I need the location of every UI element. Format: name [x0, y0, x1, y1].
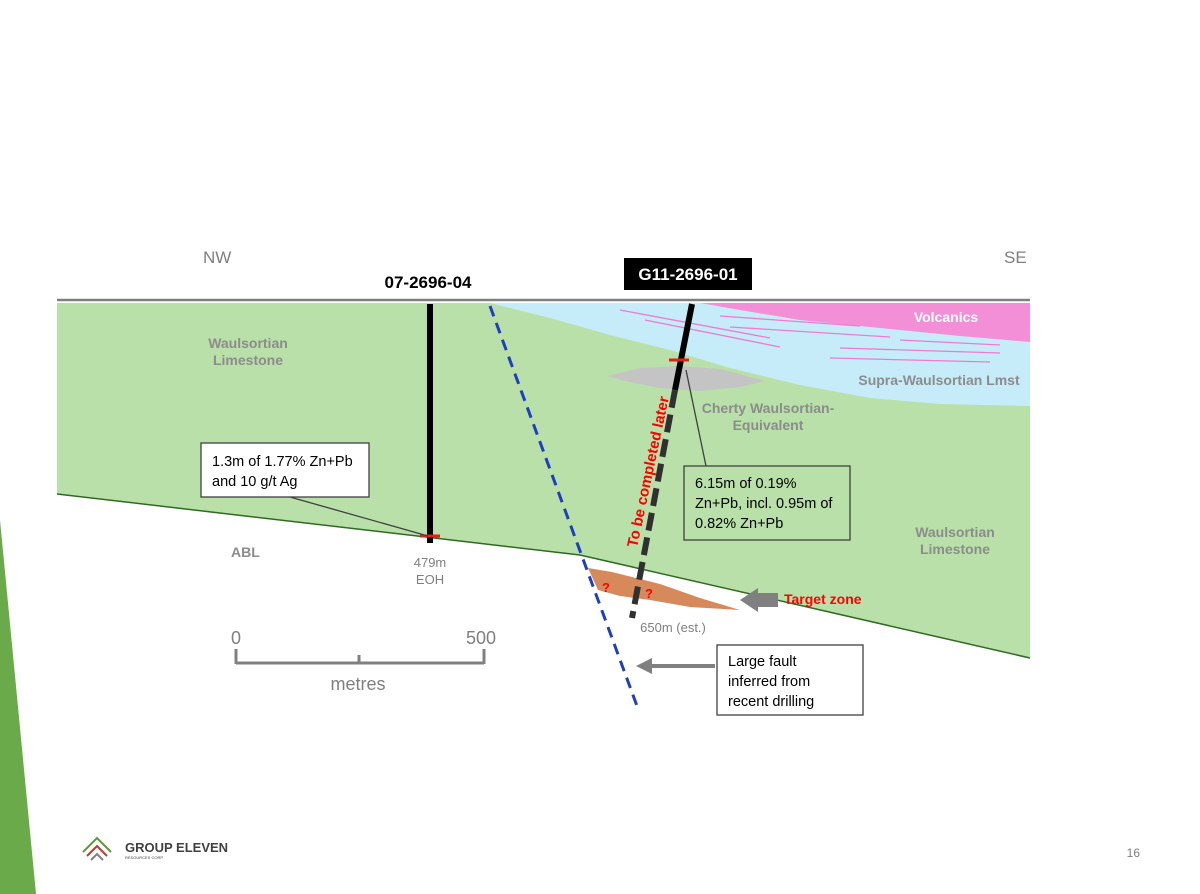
scale-max: 500 — [466, 628, 496, 648]
waulsortian-nw-line1: Waulsortian — [208, 335, 288, 351]
cherty-label-line2: Equivalent — [733, 417, 804, 433]
cherty-lens — [607, 366, 765, 391]
cherty-label-line1: Cherty Waulsortian- — [702, 400, 835, 416]
hole-a-depth-line1: 479m — [414, 555, 447, 570]
fault-callout-box — [716, 644, 864, 716]
volcanic-stringers — [619, 309, 1001, 363]
supra-label: Supra-Waulsortian Lmst — [858, 372, 1020, 388]
target-question-mark-2: ? — [645, 586, 653, 601]
callout-a-leader — [289, 496, 429, 537]
scale-bar — [234, 649, 486, 665]
volcanics-label: Volcanics — [914, 309, 979, 325]
nw-label: NW — [203, 248, 231, 267]
drillhole-g11-2696-01-trace — [672, 303, 695, 391]
hole-b-depth: 650m (est.) — [640, 620, 706, 635]
callout-b-line2: Zn+Pb, incl. 0.95m of — [695, 496, 833, 512]
logo-sub: RESOURCES CORP. — [125, 855, 164, 860]
waulsortian-nw-line2: Limestone — [213, 352, 283, 368]
target-zone-area — [588, 568, 740, 610]
hole-b-title: G11-2696-01 — [638, 265, 737, 284]
volcanics-area — [700, 303, 1030, 342]
callout-b-box — [683, 465, 851, 541]
fault-callout-line2: inferred from — [728, 674, 810, 690]
se-label: SE — [1004, 248, 1027, 267]
page-number: 16 — [1127, 846, 1141, 860]
fault-callout-line3: recent drilling — [728, 694, 814, 710]
hole-b-title-box — [624, 258, 752, 290]
hole-a-title: 07-2696-04 — [385, 273, 473, 292]
group-eleven-logo-icon — [82, 836, 112, 861]
waulsortian-base-contact — [56, 493, 1031, 659]
scale-zero: 0 — [231, 628, 241, 648]
waulsortian-se-line2: Limestone — [920, 541, 990, 557]
logo-name: GROUP ELEVEN — [125, 840, 228, 855]
waulsortian-se-line1: Waulsortian — [915, 524, 995, 540]
callout-b-leader — [685, 369, 707, 467]
fault-arrow — [636, 658, 715, 674]
callout-b-line1: 6.15m of 0.19% — [695, 476, 797, 492]
callout-a-line1: 1.3m of 1.77% Zn+Pb — [212, 454, 353, 470]
hole-a-depth-line2: EOH — [416, 572, 444, 587]
drillhole-g11-planned-extension — [629, 389, 678, 619]
left-green-accent — [0, 520, 36, 894]
scale-unit: metres — [330, 674, 385, 694]
callout-a-box — [200, 442, 370, 498]
waulsortian-limestone-area — [57, 303, 1030, 658]
target-arrow — [740, 588, 778, 612]
target-zone-label: Target zone — [784, 591, 862, 607]
callout-a-line2: and 10 g/t Ag — [212, 474, 297, 490]
fault-callout-line1: Large fault — [728, 654, 797, 670]
abl-label: ABL — [231, 544, 260, 560]
callout-b-line3: 0.82% Zn+Pb — [695, 516, 783, 532]
target-question-mark-1: ? — [602, 580, 610, 595]
